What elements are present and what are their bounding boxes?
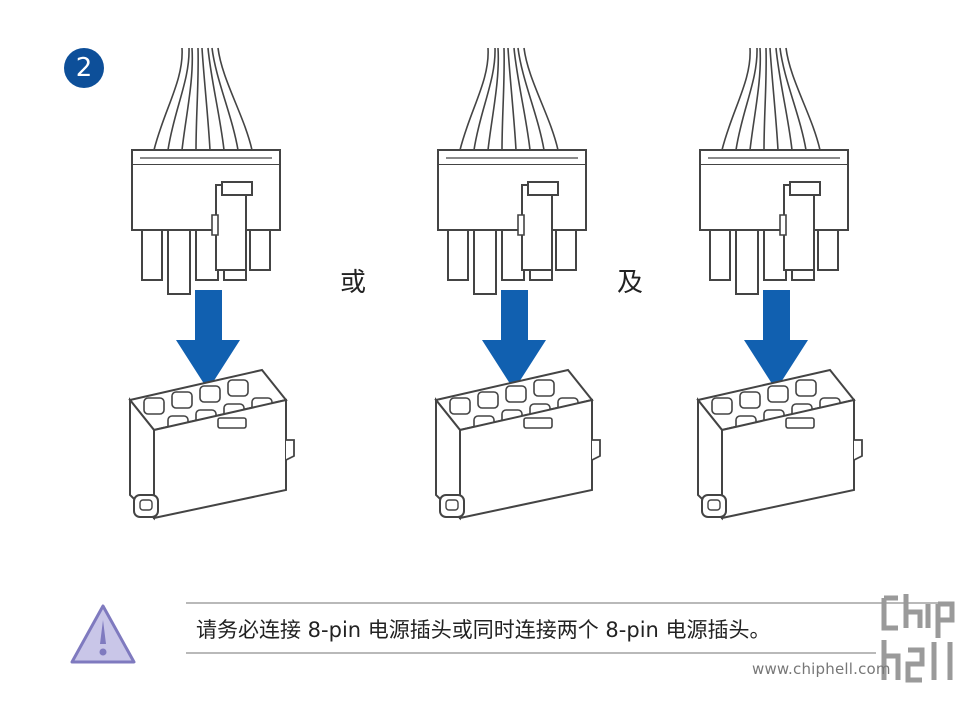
watermark-url: www.chiphell.com bbox=[752, 660, 891, 678]
or-label: 或 bbox=[340, 268, 367, 298]
chiphell-watermark-logo bbox=[881, 594, 955, 683]
connector-figure-2 bbox=[435, 47, 601, 519]
note-rule-top bbox=[186, 602, 946, 604]
note-rule-bottom bbox=[186, 652, 876, 654]
and-label: 及 bbox=[617, 268, 644, 298]
note-text: 请务必连接 8-pin 电源插头或同时连接两个 8-pin 电源插头。 bbox=[196, 618, 771, 642]
connector-figure-3 bbox=[697, 47, 863, 519]
step-badge: 2 bbox=[64, 48, 104, 88]
connector-figure-1 bbox=[129, 47, 295, 519]
warning-triangle-icon bbox=[70, 604, 136, 664]
